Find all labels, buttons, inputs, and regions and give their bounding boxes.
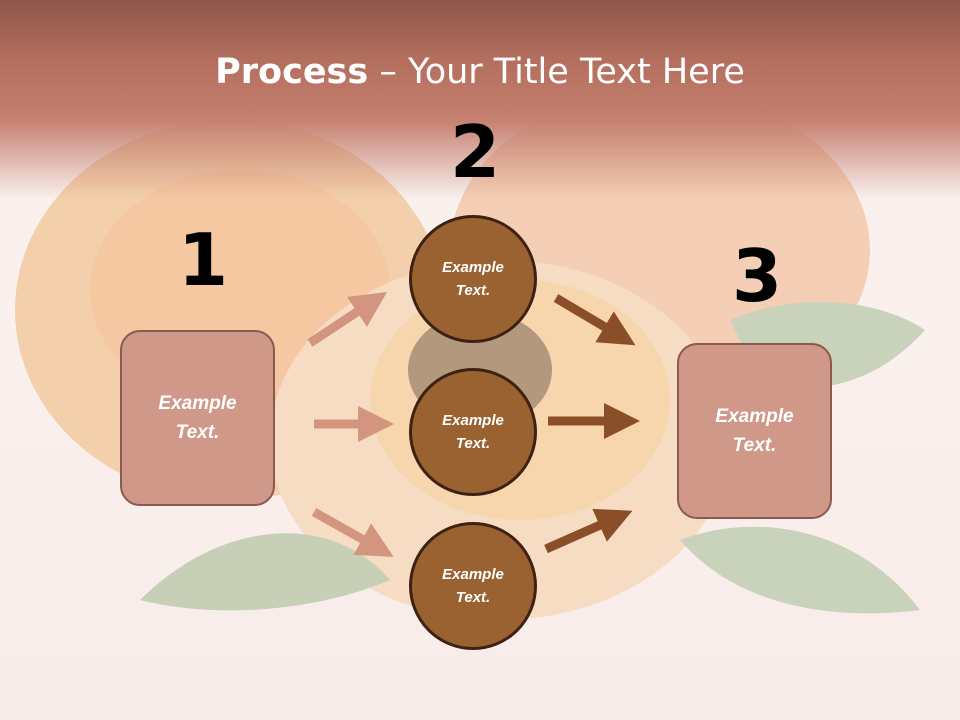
title-bold: Process [215,52,369,92]
circle-step-1[interactable]: Example Text. [409,215,537,343]
circle-step-3[interactable]: Example Text. [409,522,537,650]
arrow-to-circle-1 [307,292,388,347]
arrow-from-circle-3 [544,508,633,554]
arrow-from-circle-1 [553,294,636,346]
circle-label-3: Example Text. [442,566,504,606]
title-rest: – Your Title Text Here [368,52,745,92]
step-number-3: 3 [732,234,783,318]
circle-step-2[interactable]: Example Text. [409,368,537,496]
circle-label-1: Example Text. [442,259,504,299]
right-text-box[interactable]: Example Text. [677,343,832,519]
arrow-to-circle-3 [311,508,394,557]
title-band [0,0,960,200]
left-box-label: Example Text. [158,393,237,443]
step-number-2: 2 [450,110,501,194]
left-arrows [307,292,394,557]
page-title: Process – Your Title Text Here [0,52,960,92]
left-text-box[interactable]: Example Text. [120,330,275,506]
right-arrows [544,294,640,554]
right-box-label: Example Text. [715,406,794,456]
circle-label-2: Example Text. [442,412,504,452]
step-number-1: 1 [178,218,229,302]
